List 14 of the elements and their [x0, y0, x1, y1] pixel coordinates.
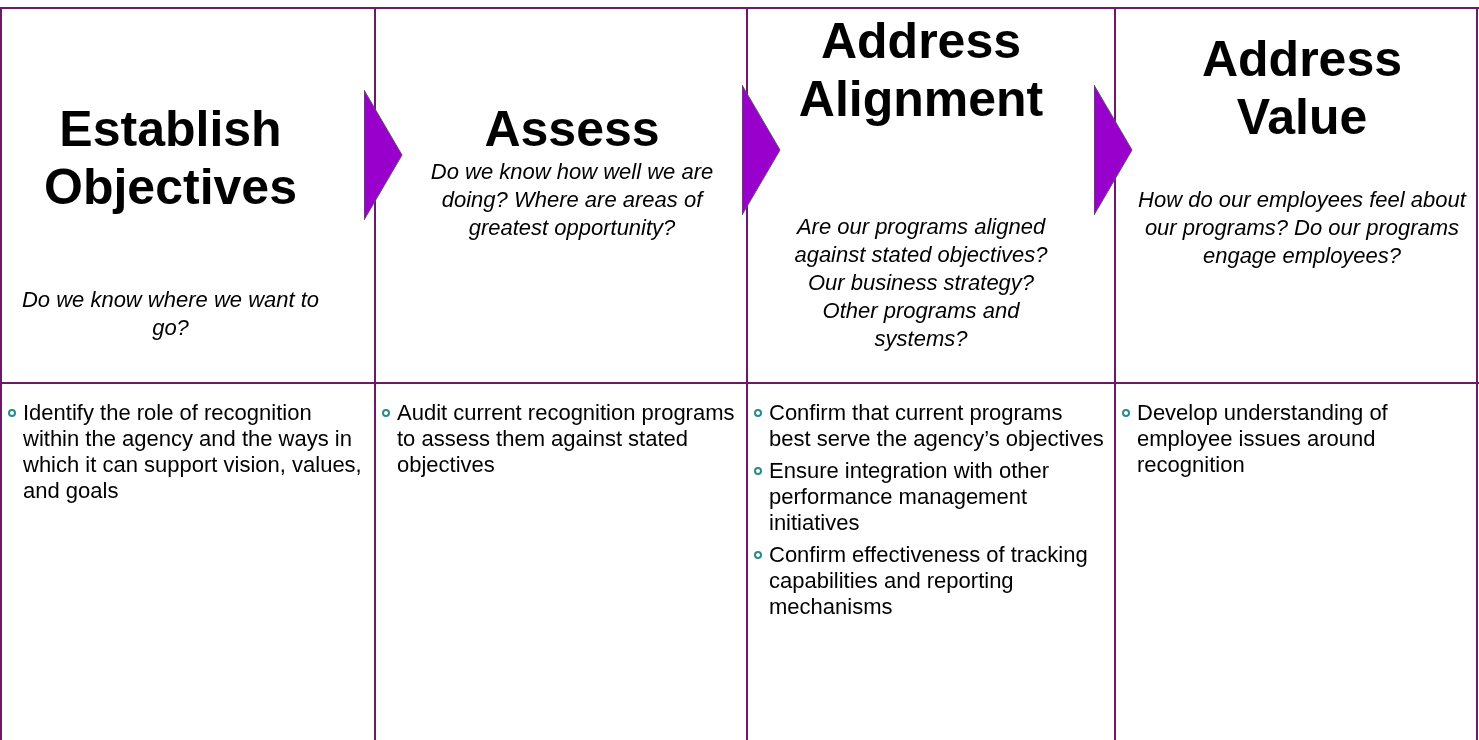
- guiding-question: Do we know where we want to go?: [20, 286, 321, 342]
- stage-title: Address Value: [1200, 30, 1404, 146]
- bullet-text: Develop understanding of employee issues around recognition: [1137, 400, 1388, 477]
- stage-title: Assess: [483, 100, 661, 158]
- bullet-text: Audit current recognition programs to assess them against stated objectives: [397, 400, 735, 477]
- bullet-text: Confirm effectiveness of tracking capabilities and reporting mechanisms: [769, 542, 1088, 619]
- guiding-question: How do our employees feel about our programs? Do our programs engage employees?: [1137, 186, 1468, 270]
- guiding-question: Do we know how well we are doing? Where are areas of greatest opportunity?: [429, 158, 715, 242]
- stage-title: Address Alignment: [797, 12, 1045, 128]
- guiding-question: Are our programs aligned against stated objectives? Our business strategy? Other programs and systems?: [793, 213, 1049, 353]
- bullet-text: Ensure integration with other performance management initiatives: [769, 458, 1050, 535]
- bullet-text: Identify the role of recognition within the agency and the ways in which it can support vision, values, and goals: [23, 400, 362, 503]
- stage-title: Establish Objectives: [43, 100, 298, 216]
- bullet-text: Confirm that current programs best serve the agency’s objectives: [769, 400, 1104, 451]
